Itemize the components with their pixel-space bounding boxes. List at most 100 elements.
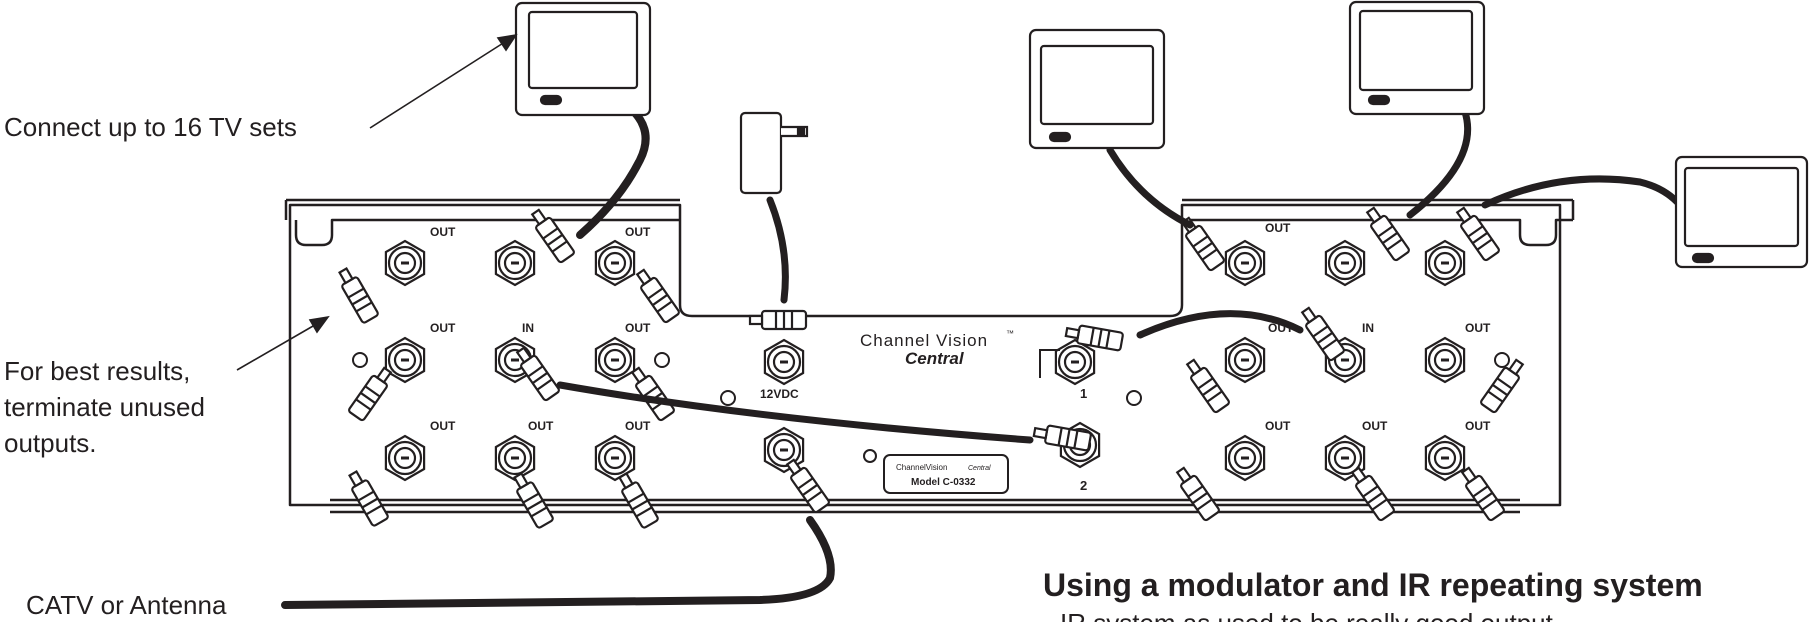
terminator-cap	[1480, 358, 1525, 414]
terminate-annotation-line3: outputs.	[4, 428, 97, 458]
mount-hole	[720, 390, 736, 406]
tv2-cable	[1106, 146, 1194, 229]
section-subtext-clipped: IR system as used to be really good outp…	[1060, 608, 1553, 638]
f-connector	[763, 338, 805, 386]
tv3-cable	[1406, 108, 1472, 219]
f-connector	[1224, 434, 1266, 482]
terminator-cap	[748, 309, 808, 331]
mount-hole	[1494, 352, 1510, 368]
terminator-cap	[338, 267, 379, 324]
port-out-label: OUT	[430, 419, 456, 433]
mount-hole	[654, 352, 670, 368]
tv-set-3	[1348, 0, 1486, 116]
brand-trademark: ™	[1006, 329, 1014, 338]
terminator-cap	[1032, 424, 1092, 452]
terminator-cap	[1455, 206, 1500, 262]
in-to-port2-cable	[556, 381, 1034, 444]
terminator-cap	[1460, 466, 1505, 522]
tv-set-1	[514, 1, 652, 117]
power-jack-label: 12VDC	[760, 387, 799, 401]
port-out-label: OUT	[1465, 321, 1491, 335]
terminator-cap	[1175, 466, 1220, 522]
panel-body	[288, 203, 1562, 507]
power-adapter	[739, 111, 809, 195]
terminator-cap	[515, 346, 560, 402]
terminator-cap	[1365, 206, 1410, 262]
port1-to-in-cable	[1136, 310, 1304, 339]
model-number-label: Model C-0332	[911, 477, 976, 488]
brand-label: Channel Vision	[860, 331, 988, 350]
port-out-label: OUT	[430, 225, 456, 239]
catv-cable	[281, 516, 835, 609]
tv-set-4	[1674, 155, 1809, 269]
model-script-label: Central	[968, 465, 991, 472]
terminator-cap	[513, 472, 554, 529]
power-cable	[766, 196, 789, 304]
f-connector	[494, 239, 536, 287]
port-2-label: 2	[1080, 478, 1087, 493]
panel-flange-right	[1182, 198, 1575, 247]
port-out-label: OUT	[625, 419, 651, 433]
f-connector	[494, 434, 536, 482]
arrow-line-tvs	[369, 39, 509, 129]
f-connector	[1424, 434, 1466, 482]
port-in-label: IN	[522, 321, 534, 335]
terminator-cap	[635, 268, 680, 324]
terminator-cap	[1064, 324, 1124, 352]
tv4-cable	[1481, 175, 1684, 209]
model-plate	[883, 454, 1009, 494]
terminator-cap	[630, 366, 675, 422]
model-brand-label: ChannelVision	[896, 463, 947, 472]
port-in-label: IN	[1362, 321, 1374, 335]
f-connector	[384, 239, 426, 287]
terminator-cap	[785, 458, 830, 514]
catv-annotation: CATV or Antenna	[26, 590, 227, 620]
terminator-cap	[1300, 306, 1345, 362]
terminate-annotation-line1: For best results,	[4, 356, 191, 386]
f-connector	[594, 336, 636, 384]
port-out-label: OUT	[1265, 419, 1291, 433]
f-connector	[1224, 239, 1266, 287]
mount-hole	[1126, 390, 1142, 406]
f-connector	[1054, 338, 1096, 386]
port-out-label: OUT	[1362, 419, 1388, 433]
terminator-cap	[530, 208, 575, 264]
port-out-label: OUT	[625, 321, 651, 335]
f-connector	[384, 336, 426, 384]
mount-hole	[863, 449, 877, 463]
brand-script-label: Central	[905, 349, 965, 368]
f-connector	[1224, 336, 1266, 384]
splitter-diagram: Channel Vision ™ Central ChannelVision C…	[236, 0, 1809, 609]
terminator-cap	[618, 472, 659, 529]
f-connector	[1424, 239, 1466, 287]
tv1-cable	[576, 104, 650, 239]
arrow-head-tvs	[496, 33, 518, 52]
f-connector	[1324, 434, 1366, 482]
mount-hole	[352, 352, 368, 368]
panel-flange-left	[284, 198, 680, 247]
port-out-label: OUT	[1268, 321, 1294, 335]
terminator-cap	[348, 366, 393, 422]
terminator-cap	[1350, 466, 1395, 522]
arrow-line-terminate	[236, 321, 321, 371]
f-connector	[1424, 336, 1466, 384]
connector-group	[338, 206, 1525, 529]
port-1-label: 1	[1080, 386, 1087, 401]
port-out-label: OUT	[625, 225, 651, 239]
terminate-annotation-line2: terminate unused	[4, 392, 205, 422]
terminator-cap	[1185, 358, 1230, 414]
port-out-label: OUT	[1465, 419, 1491, 433]
arrow-head-terminate	[308, 315, 330, 334]
f-connector	[384, 434, 426, 482]
f-connector	[594, 434, 636, 482]
f-connector	[594, 239, 636, 287]
port1-bracket	[1039, 349, 1060, 378]
port-out-label: OUT	[1265, 221, 1291, 235]
connect-tvs-annotation: Connect up to 16 TV sets	[4, 112, 297, 142]
port-out-label: OUT	[430, 321, 456, 335]
tv-set-2	[1028, 28, 1166, 150]
terminator-cap	[348, 470, 389, 527]
section-heading: Using a modulator and IR repeating syste…	[1043, 567, 1703, 603]
f-connector	[1324, 239, 1366, 287]
port-out-label: OUT	[528, 419, 554, 433]
